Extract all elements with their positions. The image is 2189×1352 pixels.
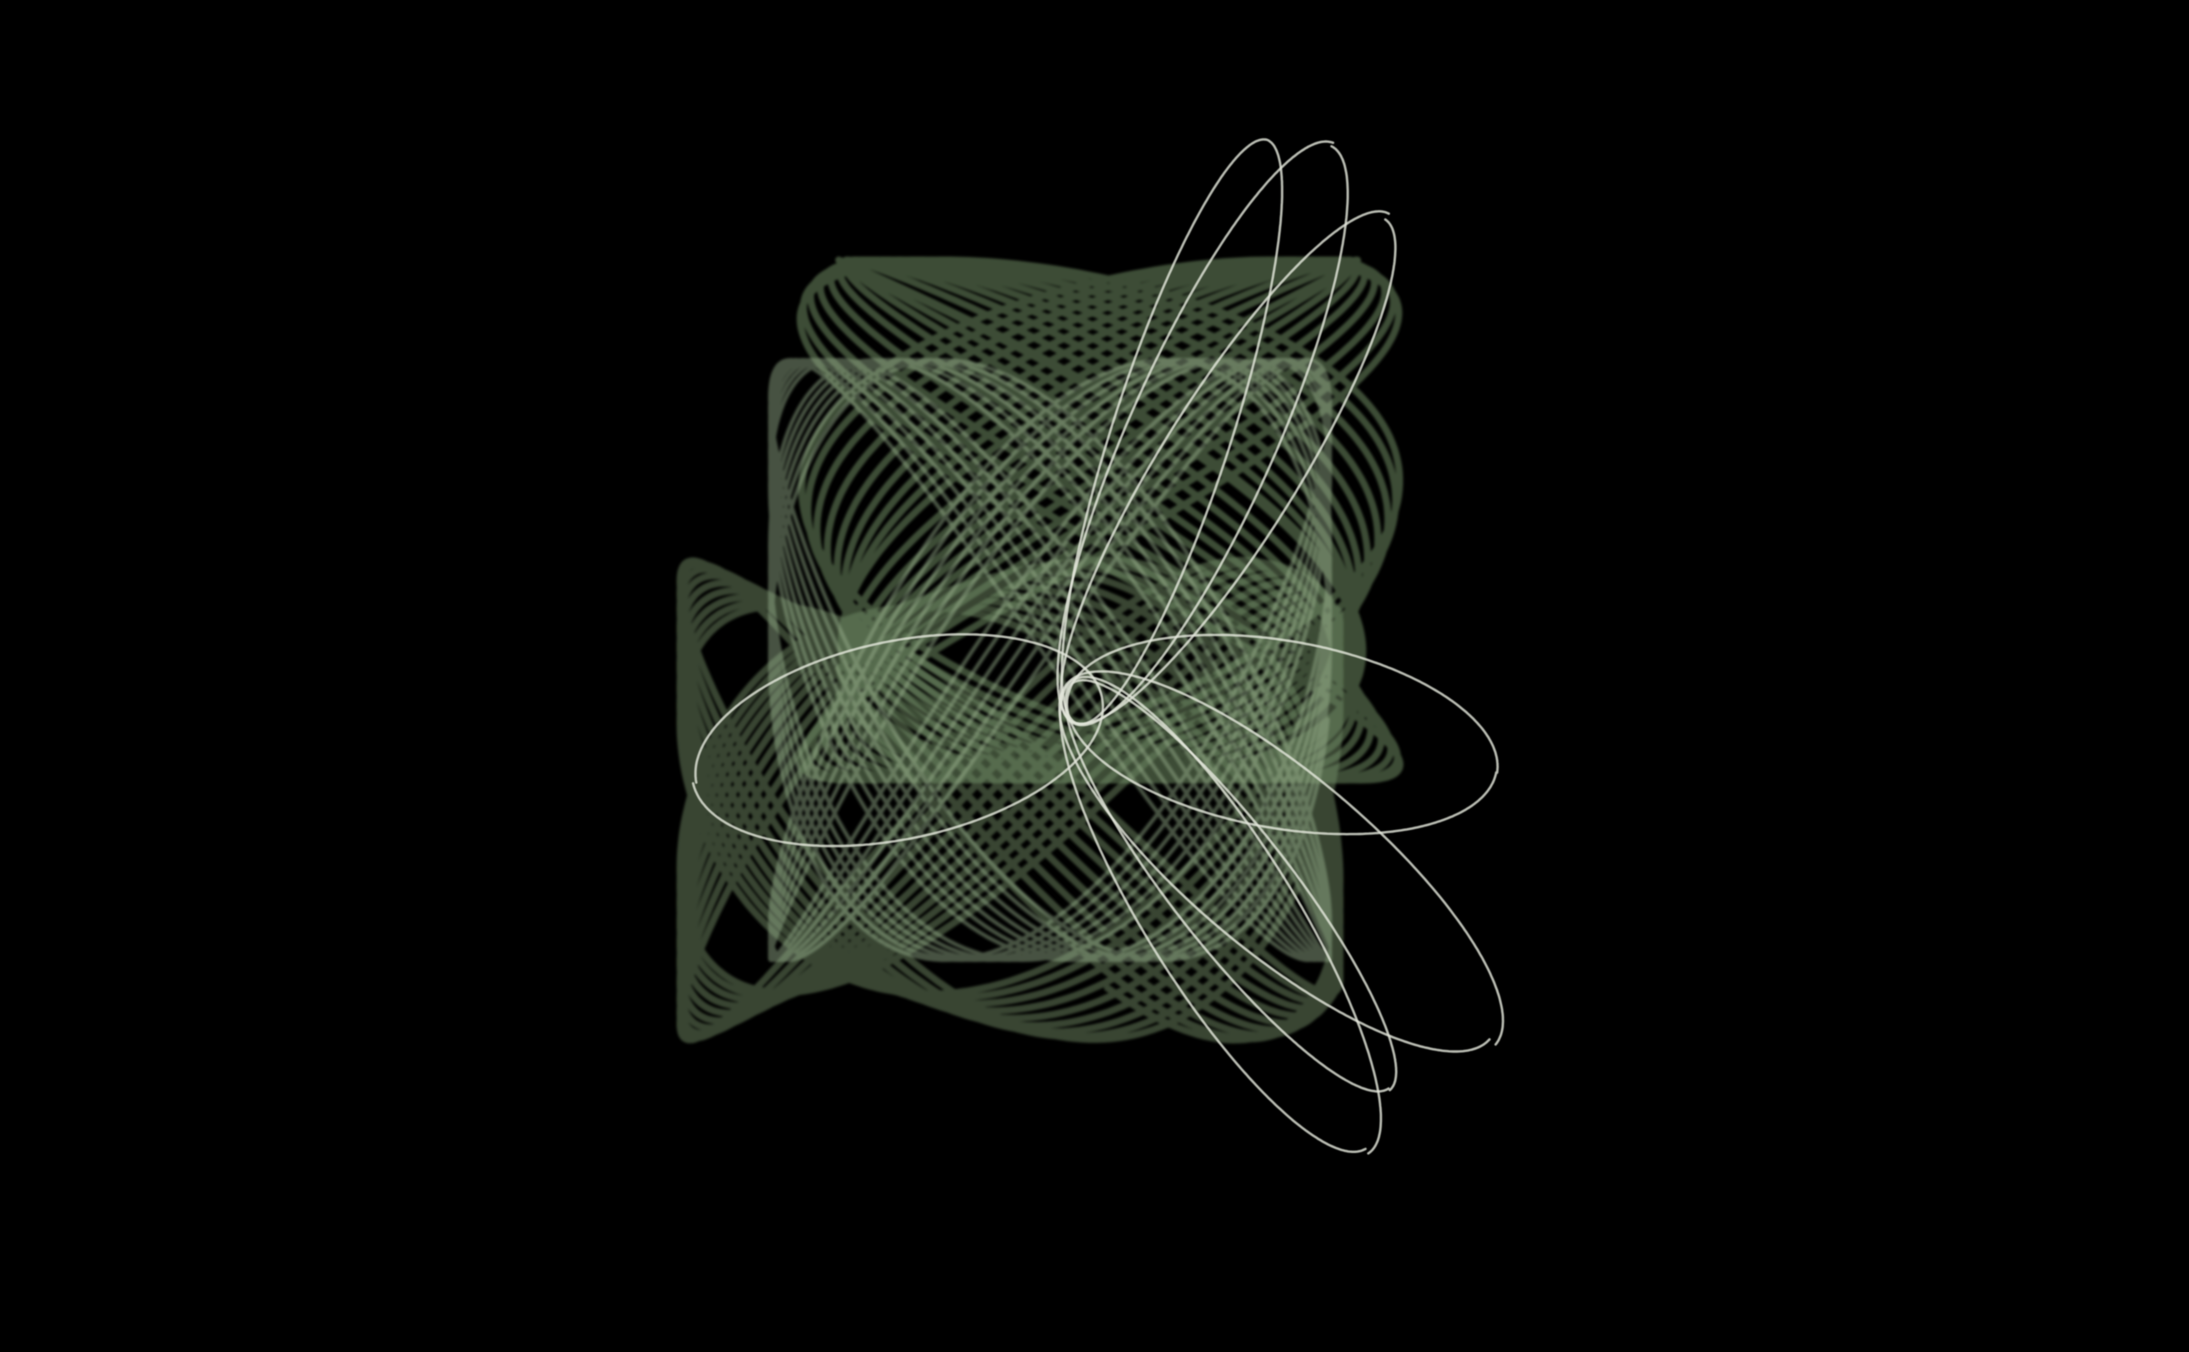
green-mesh-layer — [676, 256, 1404, 1044]
white-petal-loops — [691, 138, 1505, 1155]
mesh-curve-center — [768, 358, 1332, 962]
mesh-curve-lower — [676, 556, 1344, 1044]
petal-loop-7 — [1065, 633, 1499, 836]
petal-loop-3 — [1059, 210, 1397, 725]
petal-loop-5 — [1059, 675, 1383, 1155]
petal-loop-8 — [691, 633, 1105, 848]
petal-loop-6 — [1058, 670, 1505, 1053]
